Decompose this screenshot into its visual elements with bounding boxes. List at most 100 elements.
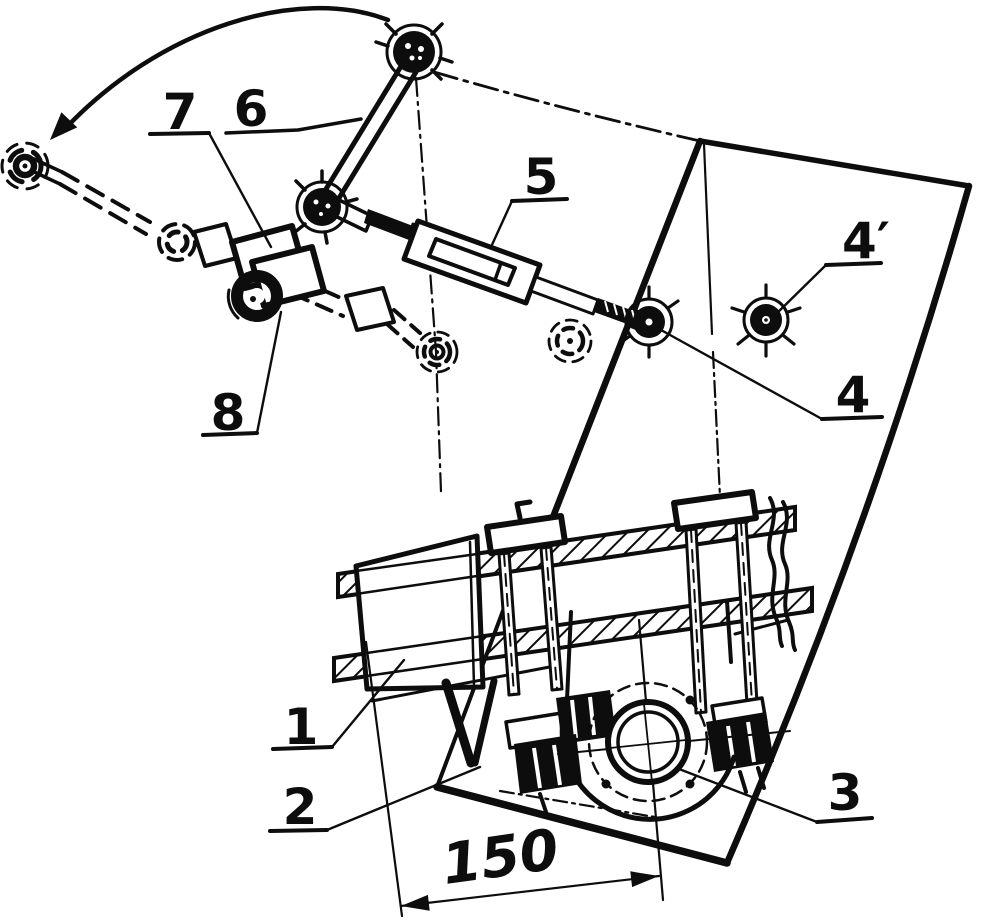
clamp-lower-flange xyxy=(370,663,562,703)
flange-rivets xyxy=(601,695,695,789)
callout-8 xyxy=(201,310,283,437)
part-labels: 7 6 5 4′ 4 8 1 2 3 xyxy=(163,80,890,836)
phantom-hole-outer-ring xyxy=(415,330,459,374)
leg-thread-centerline xyxy=(503,553,515,695)
nut-slits xyxy=(570,696,596,739)
part-label-3: 3 xyxy=(828,764,863,822)
phantom-rod-dashed xyxy=(392,308,422,335)
bolt-highlights xyxy=(405,43,424,61)
leg-end-stub xyxy=(738,770,748,794)
callout-4-prime xyxy=(769,261,883,321)
callout-7 xyxy=(148,131,273,249)
dimension-line xyxy=(399,874,661,908)
leader-line xyxy=(489,199,514,249)
leader-line xyxy=(325,765,482,832)
housing-tab xyxy=(565,610,573,702)
callout-4 xyxy=(659,328,884,421)
extension-line-left xyxy=(364,640,404,918)
plate-bottom-edge xyxy=(433,783,731,867)
frame-tube xyxy=(353,533,486,692)
phantom-hole-dot xyxy=(435,350,439,354)
phantom-rod-dashed xyxy=(385,322,415,349)
callout-2 xyxy=(268,765,482,833)
label-underline xyxy=(201,431,259,437)
dimension-arrowhead-icon xyxy=(401,894,430,911)
break-wavy-line xyxy=(767,496,784,648)
label-underline xyxy=(148,131,211,136)
plate-centerline-dashdot xyxy=(711,350,722,499)
phantom-rod-dashed xyxy=(60,170,152,224)
bolt-ring xyxy=(385,23,443,81)
bolt-highlights xyxy=(313,199,331,216)
break-wavy-line xyxy=(780,500,797,652)
callout-5 xyxy=(489,197,569,249)
swing-arrowhead-icon xyxy=(50,112,78,140)
swing-arc-arrow xyxy=(50,6,391,140)
callout-6-leader xyxy=(224,117,363,135)
dimension-150: 150 xyxy=(364,640,661,918)
rail-edges-through-tube xyxy=(354,552,485,679)
bearing-housing xyxy=(557,599,791,902)
pivot-eye xyxy=(12,153,38,179)
swing-arc xyxy=(59,6,391,135)
bolt-spokes xyxy=(730,283,802,358)
adjuster-bolt-4 xyxy=(618,285,680,359)
turnbuckle-left-thread xyxy=(364,209,413,240)
leg-thread-centerline xyxy=(690,529,702,713)
part-label-7: 7 xyxy=(163,83,198,141)
nut-slits xyxy=(532,744,562,789)
swing-path-dashdot-curve xyxy=(432,70,702,143)
label-underline xyxy=(815,816,874,824)
leader-line xyxy=(255,310,283,435)
lever-edge xyxy=(309,60,406,215)
phantom-hole-eye xyxy=(428,343,446,361)
gusset-edge xyxy=(471,677,498,767)
gusset-edge xyxy=(441,678,476,768)
bolt-highlight xyxy=(645,318,653,326)
knee-joint-bolt xyxy=(293,169,359,245)
leader-line xyxy=(330,658,406,749)
phantom-hole-dot xyxy=(567,338,573,344)
swing-axis-dashdot-line xyxy=(414,76,443,494)
phantom-bolt-hole-a xyxy=(415,330,459,374)
plate-top-edge xyxy=(697,138,972,189)
leg-end-stub xyxy=(756,766,766,790)
leg-thread-centerline xyxy=(545,547,558,690)
flange-bolt-circle xyxy=(587,681,709,803)
clamp-nut xyxy=(706,712,774,772)
bore-inner xyxy=(616,710,680,774)
label-underline xyxy=(824,261,883,267)
callout-leaders xyxy=(148,117,884,833)
bore-cross-lines xyxy=(609,703,687,783)
phantom-rod-stub xyxy=(32,157,64,174)
callout-3 xyxy=(677,767,874,824)
phantom-rod-dashed xyxy=(58,182,148,236)
phantom-hole-mid-ring xyxy=(554,325,586,357)
plate-right-edge xyxy=(723,182,973,867)
part-label-4-prime: 4′ xyxy=(842,212,890,270)
housing-outer-arc xyxy=(559,703,737,822)
part-label-2: 2 xyxy=(283,778,318,836)
leader-line xyxy=(659,328,824,421)
pivot-8-outer-arc xyxy=(226,288,240,320)
pivot-8-dot xyxy=(250,296,256,302)
u-bolt-top-plate xyxy=(671,489,759,532)
phantom-hole-mid-ring xyxy=(421,336,453,368)
label-underline xyxy=(271,745,334,751)
u-bolt-right xyxy=(671,489,774,794)
part-label-4: 4 xyxy=(836,366,871,424)
phantom-rod-stub xyxy=(30,169,62,186)
turnbuckle-right-rod xyxy=(529,275,600,316)
phantom-end-pivot xyxy=(0,141,50,191)
leader-line xyxy=(769,263,828,321)
callout-1 xyxy=(271,658,406,751)
bolt-head xyxy=(303,188,341,226)
bolt-spokes xyxy=(618,285,680,359)
phantom-linkage-folded-position xyxy=(0,141,593,374)
plate-left-edge-lower xyxy=(435,598,509,789)
pivot-8-bore xyxy=(249,288,265,304)
bolt-ring xyxy=(742,296,790,344)
leg-end-stub xyxy=(538,792,548,814)
phantom-joint-ring xyxy=(157,222,197,262)
